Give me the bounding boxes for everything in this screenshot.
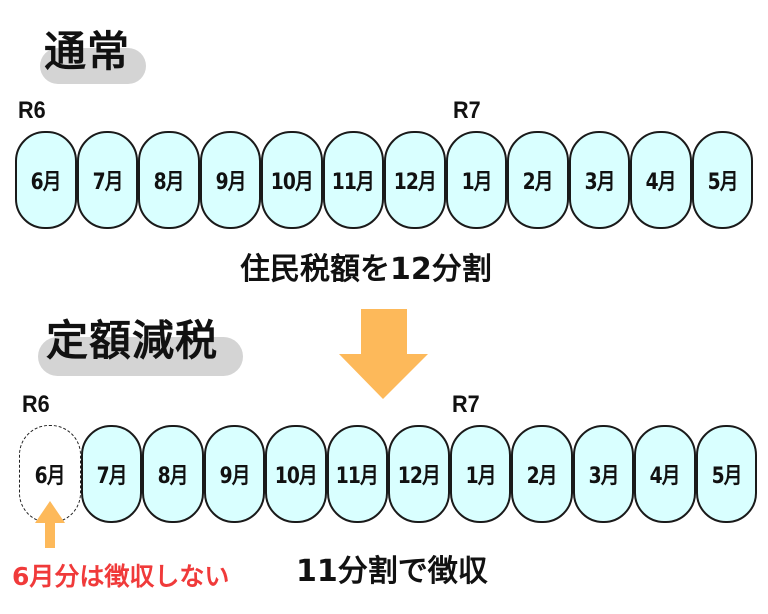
month-label: 6月 [30,170,62,195]
month-pill: 7月 [80,425,142,523]
month-label: 6月 [34,464,66,489]
month-label: 3月 [584,170,615,195]
arrow-up-shape [35,501,65,548]
month-label: 1月 [461,170,492,195]
caption-normal: 住民税額を12分割 [240,252,492,287]
skip-note: 6月分は徴収しない [12,562,230,591]
month-label: 12月 [393,170,437,195]
title-highlight [40,48,146,84]
month-label: 12月 [397,464,441,489]
month-label: 4月 [645,170,677,195]
month-pill: 9月 [199,131,261,229]
month-label: 5月 [707,170,738,195]
month-label: 2月 [526,464,558,489]
month-pill: 10月 [265,425,327,523]
month-pill: 5月 [691,131,753,229]
month-row-normal: 6月 7月 8月 9月 10月 11月 12月 1月 2月 3月 4月 5月 [15,131,753,229]
era-label-r6: R6 [22,391,50,418]
month-label: 10月 [270,170,314,195]
month-label: 10月 [274,464,318,489]
month-label: 8月 [157,464,189,489]
month-pill: 8月 [142,425,204,523]
month-pill: 3月 [572,425,634,523]
month-label: 7月 [96,464,127,489]
title-highlight [38,337,243,376]
month-label: 8月 [153,170,185,195]
title-text: 定額減税 [46,316,219,365]
month-pill: 8月 [138,131,200,229]
month-pill: 5月 [695,425,757,523]
month-label: 9月 [215,170,246,195]
era-label-r7: R7 [453,97,481,124]
month-pill: 7月 [76,131,138,229]
month-label: 1月 [465,464,496,489]
month-pill: 11月 [322,131,384,229]
era-label-r7: R7 [452,391,480,418]
caption-fixed-reduction: 11分割で徴収 [296,554,488,589]
month-label: 9月 [219,464,250,489]
month-row-fixed-reduction: 6月 7月 8月 9月 10月 11月 12月 1月 2月 3月 4月 5月 [19,425,757,523]
month-label: 11月 [332,170,375,195]
arrow-up-icon [35,501,65,548]
month-pill: 4月 [634,425,696,523]
month-label: 2月 [522,170,554,195]
month-pill: 1月 [449,425,511,523]
month-label: 3月 [588,464,619,489]
era-label-r6: R6 [18,97,46,124]
month-pill: 4月 [630,131,692,229]
month-pill: 11月 [326,425,388,523]
month-pill: 12月 [384,131,446,229]
month-label: 4月 [649,464,681,489]
month-label: 7月 [92,170,123,195]
month-pill: 10月 [261,131,323,229]
month-label: 5月 [711,464,742,489]
month-pill: 3月 [568,131,630,229]
section-title-fixed-reduction: 定額減税 [38,316,243,376]
section-title-normal: 通常 [40,27,146,84]
month-pill: 9月 [203,425,265,523]
month-pill: 2月 [511,425,573,523]
title-text: 通常 [44,27,131,76]
month-pill: 2月 [507,131,569,229]
month-label: 11月 [336,464,379,489]
month-pill: 12月 [388,425,450,523]
month-pill: 1月 [445,131,507,229]
month-pill: 6月 [15,131,77,229]
arrow-down-shape [339,309,428,399]
arrow-down-icon [339,309,428,399]
